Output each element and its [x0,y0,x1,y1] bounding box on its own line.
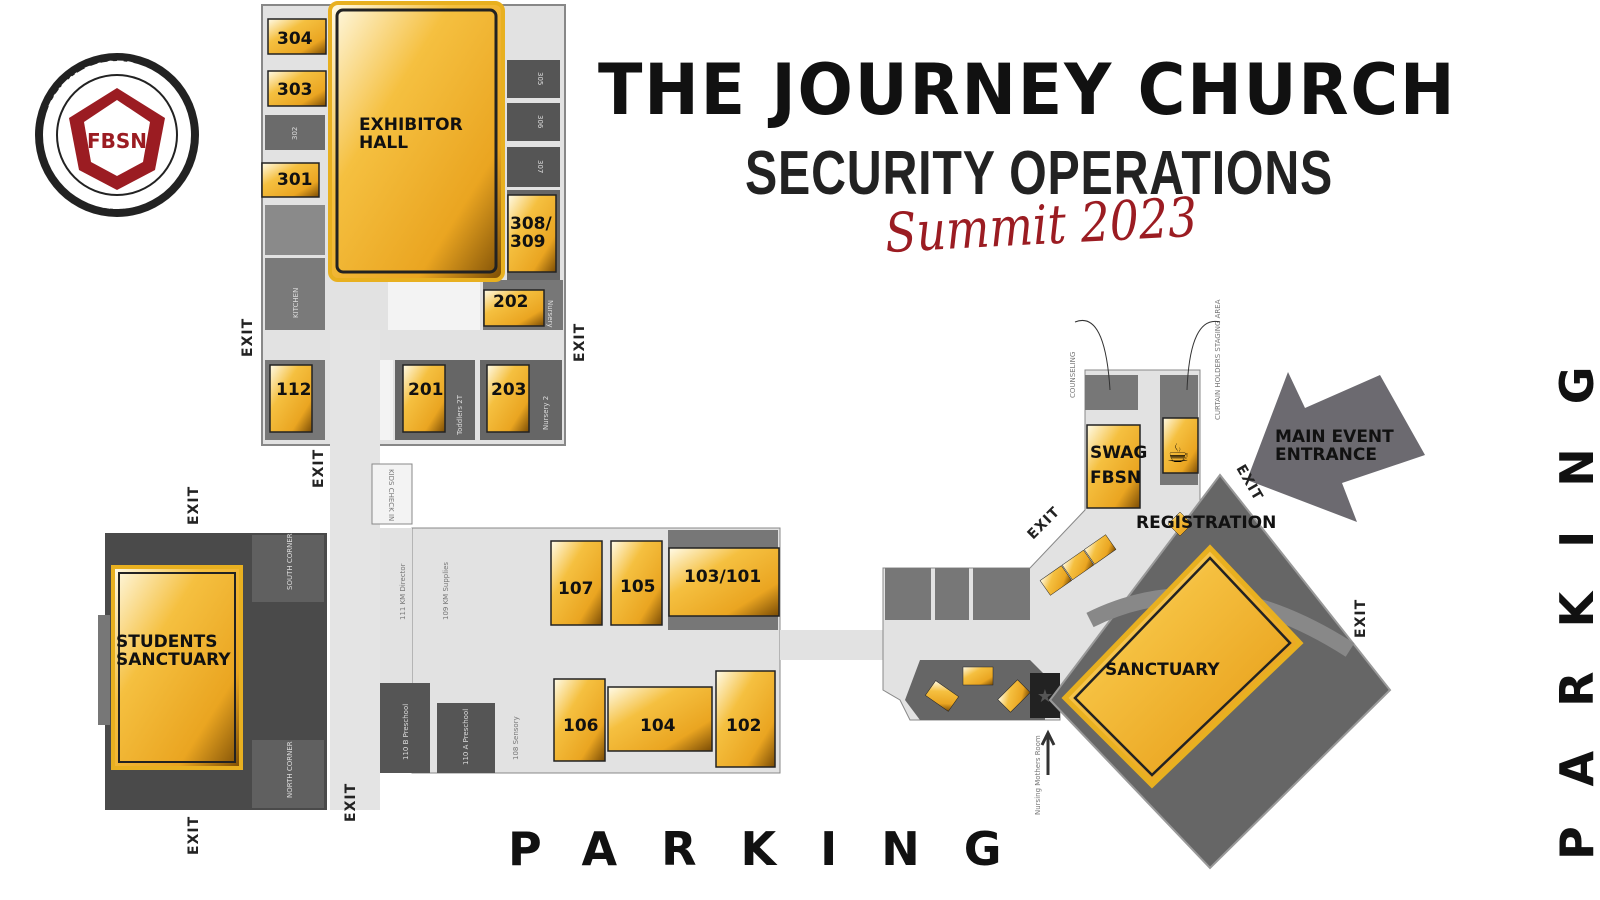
coffee-station [1162,417,1199,474]
room-swag-fbsn [1086,424,1141,509]
registration-table [1167,511,1193,537]
map-label: REGISTRATION [1136,513,1276,533]
room-102 [715,670,776,768]
map-label: SANCTUARY [1105,660,1220,680]
map-label: HALL [359,133,408,153]
map-label: FBSN [1090,468,1141,488]
map-label: ENTRANCE [1275,445,1377,465]
map-label: EXIT [311,449,327,488]
map-label: 110 B Preschool [402,704,410,760]
room-104 [607,686,713,752]
map-label: 106 [563,716,599,736]
map-label: 305 [536,72,544,85]
map-label: 109 KM Supplies [442,562,450,620]
map-label: 309 [510,232,546,252]
map-label: KITCHEN [292,288,300,318]
room-students-sanctuary [111,565,243,770]
room-303 [267,70,327,107]
room-203 [486,364,530,433]
main-entrance-arrow [1247,372,1425,522]
room-301 [261,162,320,198]
map-label: NORTH CORNER [286,741,294,798]
room-304 [267,18,327,55]
map-label: MAIN EVENT [1275,427,1394,447]
coffee-cup-icon: ☕ [1166,439,1189,469]
map-label: EXIT [186,816,202,855]
map-label: 105 [620,577,656,597]
map-label: EXIT [572,323,588,362]
page-subtitle: SECURITY OPERATIONS [745,139,1334,208]
map-label: 102 [726,716,762,736]
parking-label-bottom: PARKING [508,822,1046,876]
map-label: 307 [536,160,544,173]
map-label: 203 [491,380,527,400]
map-label: 202 [493,292,529,312]
map-label: 104 [640,716,676,736]
kids-check-in-room [371,463,413,525]
map-label: 302 [291,127,299,140]
parking-label-right: PARKING [1550,322,1600,860]
event-name: Summit 2023 [883,185,1199,265]
room-sanctuary [1061,544,1304,789]
kids-check-in-label: KIDS CHECK IN [387,469,395,521]
logo-monogram: FBSN [87,129,147,153]
map-label: 112 [276,380,312,400]
arrow-up-icon [1040,729,1056,775]
map-label: 308/ [510,214,552,234]
map-label: EXIT [186,486,202,525]
room-103-101 [668,547,780,617]
room-308-309 [507,194,557,273]
room-106 [553,678,606,762]
map-label: SWAG [1090,443,1147,463]
map-label: SOUTH CORNER [286,533,294,590]
curved-arrow-icon [1074,320,1111,391]
map-label: 303 [277,80,313,100]
room-105 [610,540,663,626]
room-112 [269,364,313,433]
room-202 [483,289,545,327]
map-label: CURTAIN HOLDERS STAGING AREA [1214,299,1222,420]
map-label: Nursery [546,300,554,328]
map-label: Nursery 2 [542,396,550,430]
map-label: EXHIBITOR [359,115,463,135]
room-exhibitor-hall [328,1,505,282]
map-label: EXIT [240,318,256,357]
map-label: 108 Sensory [512,716,520,760]
map-label: EXIT [1353,599,1369,638]
map-label: 111 KM Director [399,563,407,620]
room-201 [402,364,446,433]
map-label: 103/101 [684,567,761,587]
curved-arrow-icon [1186,320,1221,391]
star-icon: ★ [1037,686,1053,707]
map-label: 107 [558,579,594,599]
map-label: SANCTUARY [116,650,231,670]
map-label: 301 [277,170,313,190]
map-label: 201 [408,380,444,400]
map-label: EXIT [1025,504,1064,543]
map-label: COUNSELING [1069,352,1077,398]
map-label: 306 [536,115,544,129]
map-label: Toddlers 2T [456,394,464,436]
page-title: THE JOURNEY CHURCH [598,49,1457,131]
map-label: EXIT [343,783,359,822]
map-label: Nursing Mothers Room [1034,735,1042,815]
fbsn-logo: FAITH BASED SECURITY NETWORK FBSN [35,53,199,217]
map-label: 304 [277,29,313,49]
room-107 [550,540,603,626]
map-label: STUDENTS [116,632,217,652]
map-label: 110 A Preschool [462,709,470,765]
